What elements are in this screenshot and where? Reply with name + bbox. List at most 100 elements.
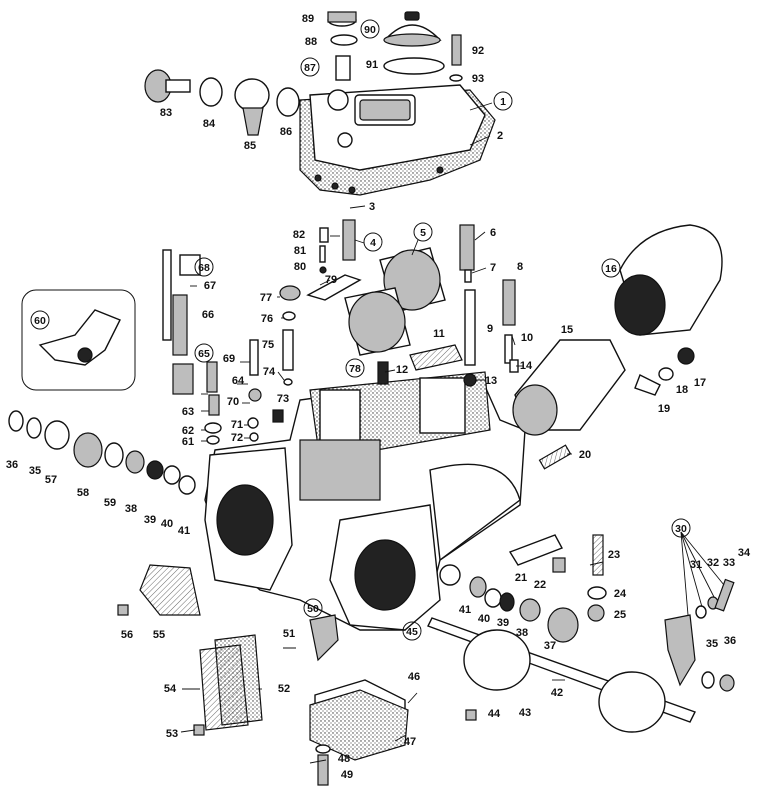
part-71-washer — [247, 417, 259, 429]
callout-9: 9 — [487, 323, 493, 335]
part-32-washer — [695, 605, 707, 619]
part-44-screw — [465, 709, 477, 721]
part-92-bolt — [451, 34, 462, 66]
svg-text:30: 30 — [675, 523, 687, 535]
part-40-washer — [484, 588, 502, 608]
part-23-stud — [592, 534, 604, 576]
callout-30: 30 — [671, 518, 691, 538]
part-85-banjo — [234, 78, 270, 136]
part-13-nut — [463, 373, 477, 387]
part-91-gasket — [383, 57, 445, 75]
part-77-cap — [279, 285, 301, 301]
part-66-spring — [172, 294, 188, 356]
callout-36-left: 36 — [6, 459, 18, 471]
callout-45: 45 — [402, 621, 422, 641]
callout-16: 16 — [601, 258, 621, 278]
part-59-washer — [104, 442, 124, 468]
callout-49: 49 — [341, 769, 353, 781]
callout-79: 79 — [325, 274, 337, 286]
callout-41-left: 41 — [178, 525, 190, 537]
part-76-washer — [282, 311, 296, 321]
part-8-jet — [502, 279, 516, 326]
part-72-washer — [249, 432, 259, 442]
callout-34: 34 — [738, 547, 751, 559]
callout-14: 14 — [520, 360, 533, 372]
callout-39: 39 — [497, 617, 509, 629]
callout-10: 10 — [521, 332, 533, 344]
part-18-washer — [658, 367, 674, 381]
callout-76: 76 — [261, 313, 273, 325]
callout-85: 85 — [244, 140, 256, 152]
part-37-spring — [547, 607, 579, 643]
part-15-air-horn — [512, 339, 626, 436]
callout-6: 6 — [490, 227, 496, 239]
svg-text:78: 78 — [349, 363, 361, 375]
callout-22: 22 — [534, 579, 546, 591]
svg-text:65: 65 — [198, 348, 210, 360]
part-75-screw — [282, 329, 294, 371]
callout-32: 32 — [707, 557, 719, 569]
part-65-spring — [172, 363, 194, 395]
callout-84: 84 — [203, 118, 216, 130]
svg-text:4: 4 — [370, 237, 376, 249]
callout-19: 19 — [658, 403, 670, 415]
svg-text:68: 68 — [198, 262, 210, 274]
callout-40-left: 40 — [161, 518, 173, 530]
callout-66: 66 — [202, 309, 214, 321]
callout-83: 83 — [160, 107, 172, 119]
part-6-jet-holder — [459, 224, 475, 271]
callout-3: 3 — [369, 201, 375, 213]
callout-69: 69 — [223, 353, 235, 365]
part-43-throttle-disc-2 — [598, 671, 666, 733]
callout-5: 5 — [413, 222, 433, 242]
svg-text:90: 90 — [364, 24, 376, 36]
callout-62: 62 — [182, 425, 194, 437]
part-35-washer-left — [26, 417, 42, 439]
callout-43: 43 — [519, 707, 531, 719]
callout-38-left: 38 — [125, 503, 137, 515]
part-39-washer-left — [146, 460, 164, 480]
part-53-screw — [193, 724, 205, 736]
svg-text:87: 87 — [304, 62, 316, 74]
callout-11: 11 — [433, 328, 445, 340]
part-64-screw — [206, 361, 218, 393]
part-10-jet — [504, 334, 513, 364]
part-4-valve — [306, 219, 362, 301]
part-25-nut — [587, 604, 605, 622]
callout-48: 48 — [338, 753, 350, 765]
callout-4: 4 — [363, 232, 383, 252]
callout-73: 73 — [277, 393, 289, 405]
callout-90: 90 — [360, 19, 380, 39]
part-38-washer-left — [125, 450, 145, 474]
callout-35: 35 — [706, 638, 718, 650]
callout-64: 64 — [232, 375, 245, 387]
callout-89: 89 — [302, 13, 314, 25]
callout-18: 18 — [676, 384, 688, 396]
part-90-cover-dome — [383, 11, 442, 47]
callout-8: 8 — [517, 261, 523, 273]
callout-80: 80 — [294, 261, 306, 273]
part-21-plate — [508, 534, 563, 566]
callout-87: 87 — [300, 57, 320, 77]
callout-57: 57 — [45, 474, 57, 486]
part-48-washer — [315, 744, 331, 754]
svg-text:45: 45 — [406, 626, 418, 638]
part-93-washer — [449, 74, 463, 82]
part-7-jet — [464, 269, 472, 283]
part-5-venturi — [344, 247, 446, 356]
svg-text:60: 60 — [34, 315, 46, 327]
svg-text:50: 50 — [307, 603, 319, 615]
part-35-washer — [701, 671, 715, 689]
callout-82: 82 — [293, 229, 305, 241]
callout-59: 59 — [104, 497, 116, 509]
callout-50: 50 — [303, 598, 323, 618]
part-86-washer — [276, 87, 300, 117]
part-36-washer-left — [8, 410, 24, 432]
callout-13: 13 — [485, 375, 497, 387]
callout-74: 74 — [263, 366, 276, 378]
part-70-spring — [248, 388, 262, 402]
part-57-disc — [44, 420, 70, 450]
callout-25: 25 — [614, 609, 626, 621]
callout-92: 92 — [472, 45, 484, 57]
